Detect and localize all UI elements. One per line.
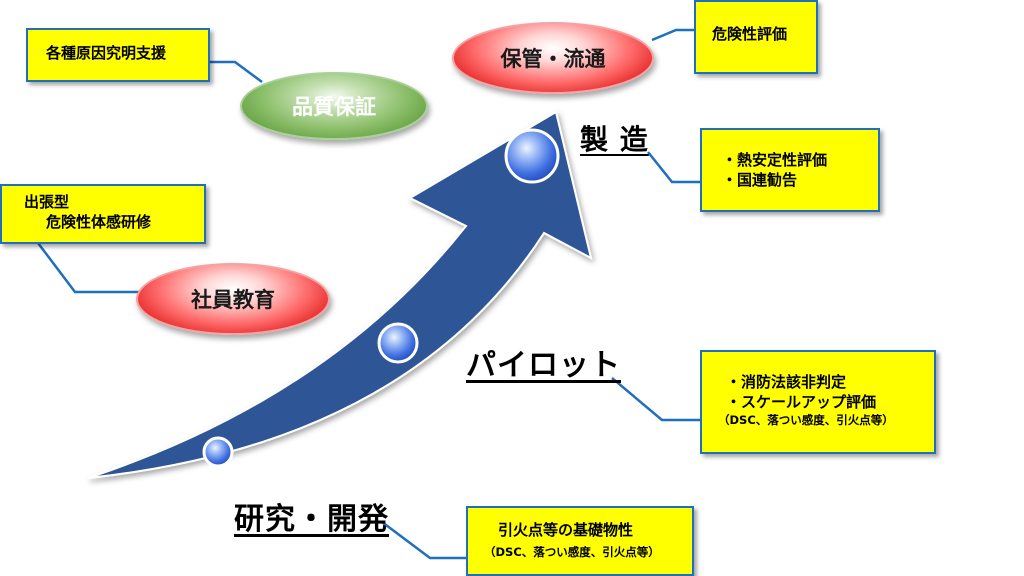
- ellipse-storage-distribution: 保管・流通: [452, 22, 654, 94]
- ellipse-education-label: 社員教育: [191, 288, 275, 312]
- connector-training-education: [37, 242, 140, 294]
- growth-arrow: [87, 110, 593, 479]
- box-thermal-line2: ・国連勧告: [722, 171, 798, 189]
- connector-lines: [37, 28, 700, 560]
- ellipse-employee-education: 社員教育: [136, 263, 330, 335]
- box-pilot-evaluation: ・消防法該非判定 ・スケールアップ評価 （DSC、落つい感度、引火点等）: [700, 350, 936, 454]
- box-danger-text: 危険性評価: [712, 25, 788, 43]
- box-basic-line2: （DSC、落つい感度、引火点等）: [484, 545, 660, 559]
- stage-label-pilot: パイロット: [466, 348, 621, 383]
- box-basic-line1: 引火点等の基礎物性: [498, 521, 634, 539]
- ellipse-storage-label: 保管・流通: [500, 47, 606, 71]
- box-pilot-line1: ・消防法該非判定: [726, 373, 847, 391]
- box-thermal-stability: ・熱安定性評価 ・国連勧告: [700, 128, 880, 212]
- connector-manufacturing-thermal: [647, 151, 700, 184]
- box-onsite-training: 出張型 危険性体感研修: [0, 184, 206, 244]
- box-cause-investigation: 各種原因究明支援: [26, 28, 210, 82]
- stage-label-research: 研究・開発: [234, 502, 389, 537]
- ellipse-quality-label: 品質保証: [292, 95, 376, 119]
- stage-label-manufacturing: 製 造: [580, 123, 649, 156]
- connector-cause-quality: [210, 60, 263, 84]
- connector-pilot-box: [611, 377, 700, 422]
- box-pilot-line2: ・スケールアップ評価: [726, 393, 877, 411]
- stage-dot-manufacturing: [504, 128, 560, 184]
- box-thermal-line1: ・熱安定性評価: [722, 151, 828, 169]
- box-pilot-line3: （DSC、落つい感度、引火点等）: [718, 413, 894, 427]
- box-danger-evaluation: 危険性評価: [694, 0, 818, 74]
- box-training-line1: 出張型: [24, 193, 70, 211]
- stage-dot-pilot: [377, 322, 419, 364]
- box-training-line2: 危険性体感研修: [46, 213, 152, 231]
- connector-research-basic: [381, 521, 466, 560]
- connector-storage-danger: [651, 28, 694, 42]
- ellipse-quality-assurance: 品質保証: [240, 72, 428, 140]
- box-basic-properties: 引火点等の基礎物性 （DSC、落つい感度、引火点等）: [466, 506, 694, 576]
- box-cause-text: 各種原因究明支援: [46, 44, 167, 62]
- stage-dot-research: [202, 436, 234, 468]
